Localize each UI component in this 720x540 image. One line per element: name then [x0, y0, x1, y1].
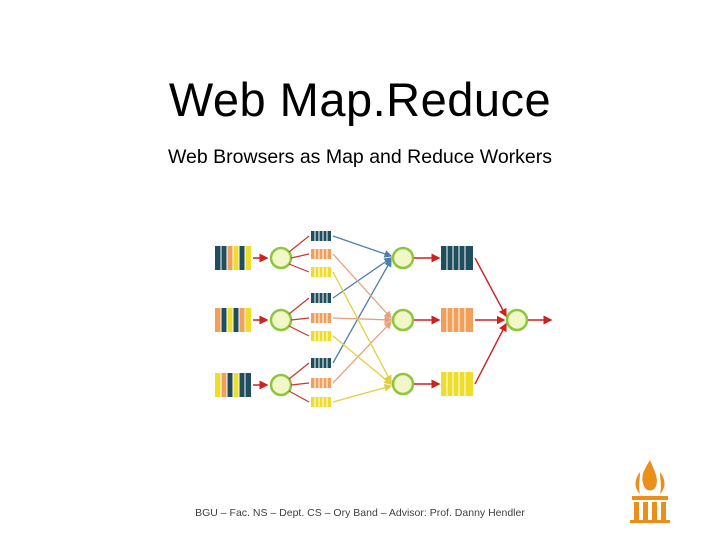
partition-queue-icon — [311, 230, 331, 408]
merge-arrows — [474, 257, 507, 385]
fanout-lines — [288, 235, 310, 403]
reducer-queue-icon — [441, 246, 473, 396]
worker-node-icon — [269, 246, 293, 397]
input-arrows — [253, 253, 269, 390]
university-logo — [630, 460, 670, 523]
slide-subtitle: Web Browsers as Map and Reduce Workers — [167, 146, 553, 168]
worker-node-icon — [505, 308, 529, 332]
mapreduce-diagram — [215, 230, 553, 408]
input-queue-icon — [215, 246, 251, 397]
worker-node-icon — [391, 246, 415, 396]
shuffle-edges — [332, 235, 393, 403]
reduce-arrows — [414, 253, 441, 389]
slide-title: Web Map.Reduce — [168, 73, 552, 126]
slide-footer: BGU – Fac. NS – Dept. CS – Ory Band – Ad… — [195, 507, 525, 519]
